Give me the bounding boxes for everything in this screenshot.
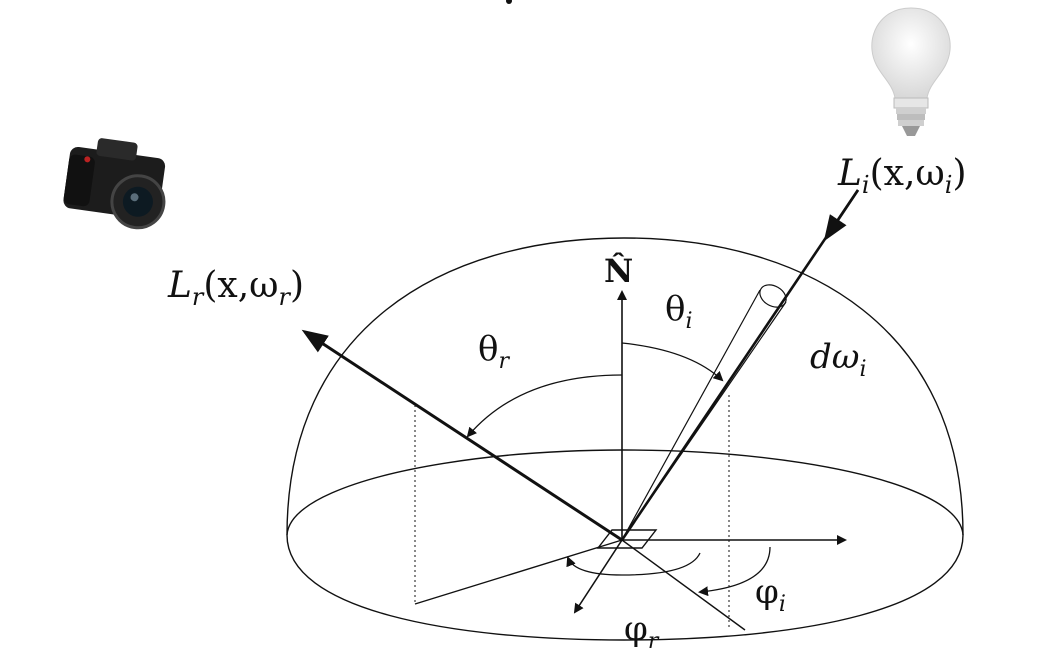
reflected-ray: [301, 329, 623, 542]
dome-outline: [286, 237, 964, 536]
theta-r-label: θr: [478, 329, 510, 374]
projection-line-i: [621, 539, 746, 631]
reflected-radiance-label: Lr(x,ωr): [167, 265, 304, 311]
normal-label: N̂: [604, 252, 633, 290]
phi-r-label: φr: [624, 609, 660, 654]
incident-radiance-label: Li(x,ωi): [837, 153, 966, 199]
base-ellipse-back: [286, 449, 964, 536]
theta-r-arc: [466, 374, 623, 438]
phi-i-arc: [698, 546, 771, 597]
phi-i-label: φi: [755, 572, 786, 617]
surface-patch: [596, 529, 658, 549]
bitangent-axis-arrow: [573, 539, 623, 614]
camera-icon: [63, 138, 166, 230]
incident-arrowhead: [823, 189, 860, 242]
top-dot: [506, 0, 512, 4]
theta-i-label: θi: [665, 289, 693, 334]
incident-ray: [620, 189, 860, 541]
phi-r-arc: [566, 552, 701, 576]
hemisphere: [286, 237, 964, 641]
light-bulb-icon: [871, 7, 951, 136]
base-ellipse-front: [286, 534, 964, 641]
projection-line-r: [414, 539, 623, 605]
d-omega-i-label: dωi: [810, 337, 867, 382]
theta-i-arc: [621, 342, 724, 382]
